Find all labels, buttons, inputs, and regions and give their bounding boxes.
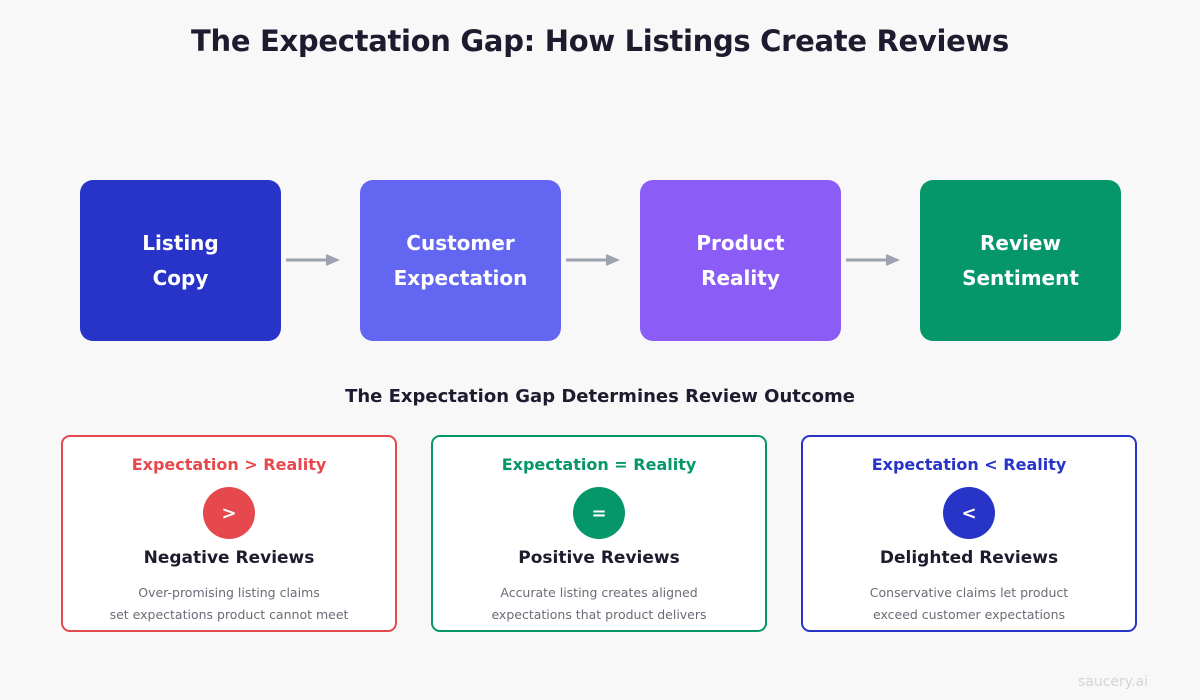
card-description: Accurate listing creates aligned expecta…	[433, 582, 765, 626]
flow-step-product-reality: Product Reality	[640, 180, 841, 341]
flow-step-label-line1: Listing	[142, 230, 219, 255]
flow-step-label-line2: Reality	[701, 265, 780, 290]
card-heading: Expectation < Reality	[871, 455, 1067, 474]
card-description-line1: Conservative claims let product	[869, 585, 1069, 600]
arrow-right-icon	[286, 254, 340, 266]
card-description-line2: exceed customer expectations	[872, 607, 1066, 622]
arrow-right-icon	[846, 254, 900, 266]
card-outcome-title: Negative Reviews	[143, 548, 315, 568]
less-than-icon: <	[943, 487, 995, 539]
card-description: Over-promising listing claims set expect…	[63, 582, 395, 626]
flow-step-label-line2: Copy	[152, 265, 209, 290]
equals-icon: =	[573, 487, 625, 539]
card-description: Conservative claims let product exceed c…	[803, 582, 1135, 626]
section-subtitle: The Expectation Gap Determines Review Ou…	[345, 386, 855, 407]
card-heading: Expectation = Reality	[501, 455, 697, 474]
flow-step-label-line1: Product	[696, 230, 785, 255]
outcome-card-negative: Expectation > Reality > Negative Reviews…	[61, 435, 397, 632]
flow-step-customer-expectation: Customer Expectation	[360, 180, 561, 341]
watermark: saucery.ai	[1077, 674, 1148, 690]
card-description-line1: Over-promising listing claims	[138, 585, 320, 600]
page-title: The Expectation Gap: How Listings Create…	[191, 24, 1009, 58]
outcome-card-delighted: Expectation < Reality < Delighted Review…	[801, 435, 1137, 632]
card-heading: Expectation > Reality	[131, 455, 327, 474]
flow-step-label-line2: Sentiment	[962, 265, 1079, 290]
greater-than-icon: >	[203, 487, 255, 539]
outcome-card-positive: Expectation = Reality = Positive Reviews…	[431, 435, 767, 632]
flow-step-listing-copy: Listing Copy	[80, 180, 281, 341]
card-outcome-title: Delighted Reviews	[879, 548, 1059, 568]
flow-step-label-line1: Customer	[406, 230, 515, 255]
card-description-line2: set expectations product cannot meet	[109, 607, 349, 622]
arrow-right-icon	[566, 254, 620, 266]
flow-step-review-sentiment: Review Sentiment	[920, 180, 1121, 341]
flow-step-label-line2: Expectation	[393, 265, 528, 290]
card-outcome-title: Positive Reviews	[518, 548, 680, 568]
flow-step-label-line1: Review	[980, 230, 1061, 255]
card-description-line2: expectations that product delivers	[491, 607, 707, 622]
card-description-line1: Accurate listing creates aligned	[500, 585, 698, 600]
